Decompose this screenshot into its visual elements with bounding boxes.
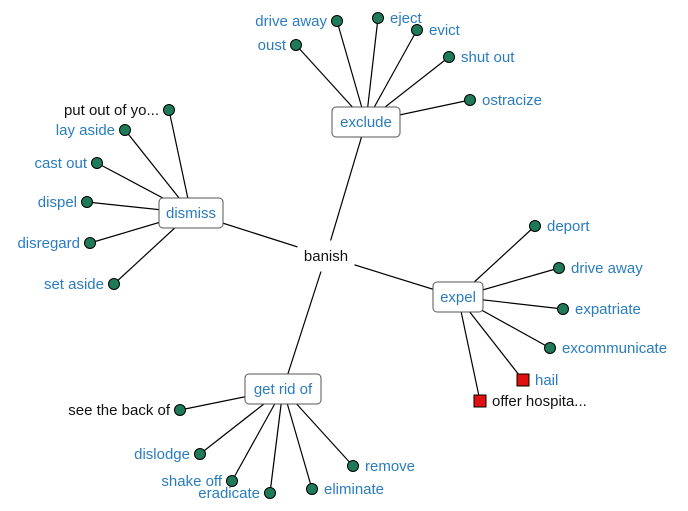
- hub-node-exclude[interactable]: exclude: [331, 106, 401, 138]
- hub-node-dismiss-label: dismiss: [166, 205, 216, 222]
- edge-get-rid-of-eliminate: [282, 388, 313, 490]
- exclude-eject-marker-dot[interactable]: [372, 12, 384, 24]
- hub-node-get-rid-of-label: get rid of: [254, 381, 313, 398]
- get-rid-of-eliminate-label[interactable]: eliminate: [324, 481, 384, 498]
- hub-node-expel[interactable]: expel: [432, 281, 484, 313]
- edge-exclude-drive-away: [336, 20, 367, 123]
- exclude-eject-label[interactable]: eject: [390, 10, 423, 27]
- exclude-shut-out-label[interactable]: shut out: [461, 49, 515, 66]
- exclude-oust-marker-dot[interactable]: [290, 39, 302, 51]
- dismiss-disregard-label[interactable]: disregard: [17, 235, 80, 252]
- dismiss-lay-aside-marker-dot[interactable]: [119, 124, 131, 136]
- get-rid-of-eradicate-marker-dot[interactable]: [264, 487, 276, 499]
- hub-node-get-rid-of-box: [244, 373, 322, 405]
- dismiss-cast-out-marker-dot[interactable]: [91, 157, 103, 169]
- edge-expel-offer-hospita: [457, 296, 481, 402]
- expel-deport-marker-dot[interactable]: [529, 220, 541, 232]
- edge-banish-exclude: [325, 121, 367, 257]
- expel-drive-away-label[interactable]: drive away: [571, 260, 643, 277]
- dismiss-disregard-marker-dot[interactable]: [84, 237, 96, 249]
- get-rid-of-see-the-back-of-label: see the back of: [68, 402, 171, 419]
- dismiss-dispel-label[interactable]: dispel: [38, 194, 77, 211]
- expel-excommunicate-marker-dot[interactable]: [544, 342, 556, 354]
- dismiss-cast-out-label[interactable]: cast out: [34, 155, 87, 172]
- edge-dismiss-put-out-of-yo: [168, 109, 192, 214]
- expel-offer-hospita-label: offer hospita...: [492, 393, 587, 410]
- expel-drive-away-marker-dot[interactable]: [553, 262, 565, 274]
- get-rid-of-shake-off-marker-dot[interactable]: [226, 475, 238, 487]
- get-rid-of-eradicate-label[interactable]: eradicate: [198, 485, 260, 502]
- expel-offer-hospita-marker-square[interactable]: [473, 394, 487, 408]
- expel-expatriate-marker-dot[interactable]: [557, 303, 569, 315]
- hub-node-get-rid-of[interactable]: get rid of: [244, 373, 322, 405]
- expel-hail-marker-square[interactable]: [516, 373, 530, 387]
- hub-node-expel-box: [432, 281, 484, 313]
- edge-exclude-eject: [365, 17, 379, 123]
- dismiss-put-out-of-yo-label: put out of yo...: [64, 102, 159, 119]
- expel-deport-label[interactable]: deport: [547, 218, 590, 235]
- edge-banish-get-rid-of: [282, 255, 327, 390]
- dismiss-set-aside-label[interactable]: set aside: [44, 276, 104, 293]
- exclude-ostracize-label[interactable]: ostracize: [482, 92, 542, 109]
- exclude-drive-away-label[interactable]: drive away: [255, 13, 327, 30]
- center-node-banish-box: [297, 240, 355, 272]
- get-rid-of-shake-off-label[interactable]: shake off: [161, 473, 222, 490]
- dismiss-lay-aside-label[interactable]: lay aside: [56, 122, 115, 139]
- exclude-ostracize-marker-dot[interactable]: [464, 94, 476, 106]
- hub-node-exclude-label: exclude: [340, 114, 392, 131]
- hub-node-exclude-box: [331, 106, 401, 138]
- dismiss-put-out-of-yo-marker-dot[interactable]: [163, 104, 175, 116]
- dismiss-dispel-marker-dot[interactable]: [81, 196, 93, 208]
- center-node-banish[interactable]: banish: [297, 240, 355, 272]
- get-rid-of-see-the-back-of-marker-dot[interactable]: [174, 404, 186, 416]
- dismiss-set-aside-marker-dot[interactable]: [108, 278, 120, 290]
- exclude-shut-out-marker-dot[interactable]: [443, 51, 455, 63]
- hub-node-dismiss-box: [158, 197, 224, 229]
- get-rid-of-remove-marker-dot[interactable]: [347, 460, 359, 472]
- edge-get-rid-of-eradicate: [269, 388, 284, 494]
- boxes-layer: banish exclude dismiss expel get rid of: [158, 106, 484, 405]
- get-rid-of-eliminate-marker-dot[interactable]: [306, 483, 318, 495]
- labels-layer: drive away eject evict oust shut out ostraciz…: [17, 10, 667, 502]
- center-node-banish-label: banish: [304, 248, 348, 265]
- exclude-evict-marker-dot[interactable]: [411, 24, 423, 36]
- expel-expatriate-label[interactable]: expatriate: [575, 301, 641, 318]
- hub-node-dismiss[interactable]: dismiss: [158, 197, 224, 229]
- exclude-drive-away-marker-dot[interactable]: [331, 15, 343, 27]
- hub-node-expel-label: expel: [440, 289, 476, 306]
- expel-hail-label[interactable]: hail: [535, 372, 558, 389]
- get-rid-of-dislodge-label[interactable]: dislodge: [134, 446, 190, 463]
- get-rid-of-dislodge-marker-dot[interactable]: [194, 448, 206, 460]
- markers-layer: [81, 12, 569, 499]
- exclude-oust-label[interactable]: oust: [258, 37, 287, 54]
- get-rid-of-remove-label[interactable]: remove: [365, 458, 415, 475]
- exclude-evict-label[interactable]: evict: [429, 22, 461, 39]
- expel-excommunicate-label[interactable]: excommunicate: [562, 340, 667, 357]
